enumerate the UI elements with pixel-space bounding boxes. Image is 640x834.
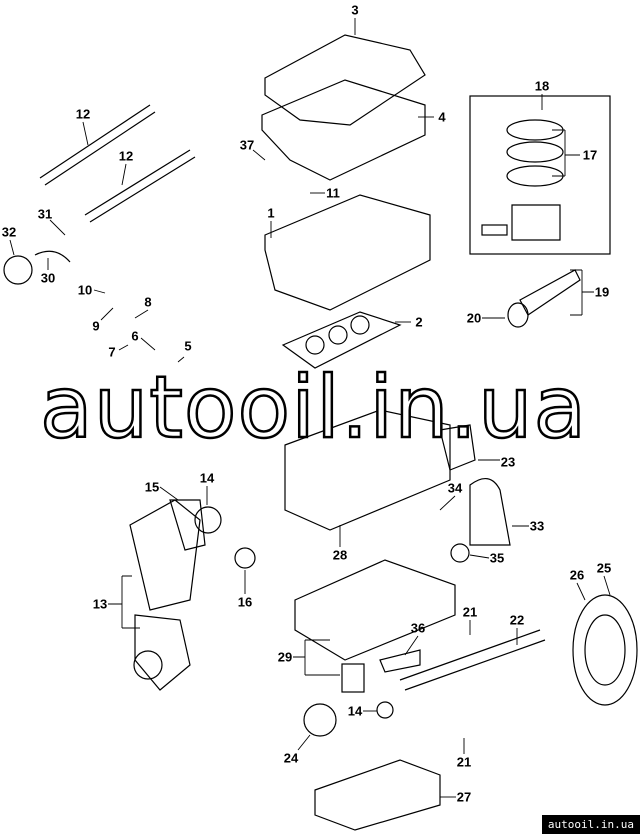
callout-10: 10 [77, 282, 93, 298]
valve-cover [264, 34, 426, 126]
callout-27: 27 [456, 789, 472, 805]
callout-30: 30 [40, 270, 56, 286]
callout-29: 29 [277, 649, 293, 665]
camshaft-2 [84, 149, 196, 223]
callout-12: 12 [118, 148, 134, 164]
callout-32: 32 [1, 224, 17, 240]
flywheel [572, 594, 638, 706]
callout-19: 19 [594, 284, 610, 300]
callout-12: 12 [75, 106, 91, 122]
head-gasket [281, 311, 402, 369]
callout-26: 26 [569, 567, 585, 583]
callout-3: 3 [351, 2, 359, 18]
callout-8: 8 [144, 294, 152, 310]
callout-35: 35 [489, 550, 505, 566]
watermark: autooil.in.ua [39, 358, 588, 458]
callout-21: 21 [456, 754, 472, 770]
callout-14: 14 [199, 470, 215, 486]
connecting-rod [519, 269, 581, 316]
callout-14: 14 [347, 703, 363, 719]
crank-pulley [303, 703, 337, 737]
timing-chain [469, 478, 511, 546]
callout-21: 21 [462, 604, 478, 620]
callout-7: 7 [108, 344, 116, 360]
cam-sprocket [3, 255, 33, 285]
callout-24: 24 [283, 750, 299, 766]
callout-1: 1 [267, 205, 275, 221]
oil-pan [314, 759, 441, 831]
callout-36: 36 [410, 620, 426, 636]
camshaft-1 [39, 104, 156, 186]
callout-9: 9 [92, 318, 100, 334]
callout-23: 23 [500, 454, 516, 470]
oil-pickup [379, 649, 421, 673]
crankshaft [399, 629, 546, 691]
callout-6: 6 [131, 328, 139, 344]
leader-lines [9, 18, 611, 798]
callout-37: 37 [239, 137, 255, 153]
callout-17: 17 [582, 147, 598, 163]
site-badge: autooil.in.ua [541, 815, 640, 834]
callout-28: 28 [332, 547, 348, 563]
callout-34: 34 [447, 480, 463, 496]
timing-belt [169, 499, 206, 551]
callout-16: 16 [237, 594, 253, 610]
engine-block [284, 409, 451, 531]
crank-sprocket [194, 506, 222, 534]
callout-13: 13 [92, 596, 108, 612]
callout-20: 20 [466, 310, 482, 326]
callout-5: 5 [184, 338, 192, 354]
timing-cover [129, 499, 201, 611]
idler-pulley [234, 547, 256, 569]
piston-kit-box [469, 95, 611, 255]
callout-11: 11 [326, 185, 340, 201]
lower-timing-cover [134, 614, 191, 691]
callout-15: 15 [144, 479, 160, 495]
callout-22: 22 [509, 612, 525, 628]
callout-25: 25 [596, 560, 612, 576]
callout-4: 4 [438, 109, 446, 125]
piston [511, 204, 561, 241]
callout-18: 18 [534, 78, 550, 94]
cylinder-head [264, 194, 431, 311]
callout-31: 31 [37, 206, 53, 222]
oil-pressure-sensor [341, 663, 365, 693]
callout-2: 2 [415, 314, 423, 330]
valve-cover-gasket [261, 79, 426, 181]
oil-pump-assembly [294, 559, 456, 661]
callout-33: 33 [529, 518, 545, 534]
